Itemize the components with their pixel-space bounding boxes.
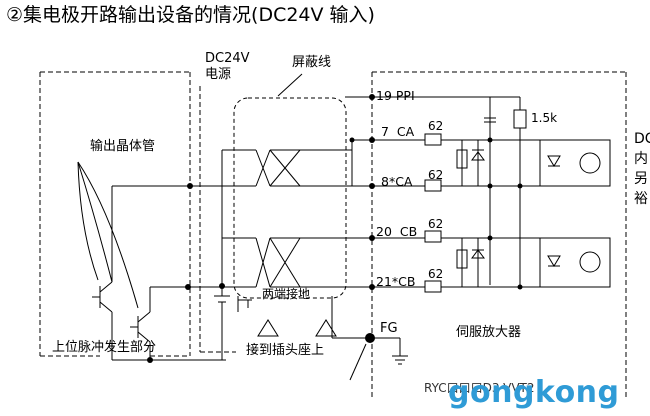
pin-7: 7 CA <box>381 124 415 139</box>
both-ends-grounded-label: 两端接地 <box>262 287 311 301</box>
right-cut-text-1: DC <box>634 131 650 147</box>
power-supply-label-1: DC24V <box>205 51 250 66</box>
right-cut-text-4: 裕 <box>634 191 648 207</box>
optocoupler-ca <box>539 139 611 187</box>
right-cut-text-2: 内 <box>634 151 648 167</box>
servo-amplifier-label: 伺服放大器 <box>456 325 522 340</box>
power-supply-label-2: 电源 <box>205 67 232 82</box>
resistor-1k5 <box>513 109 527 129</box>
host-box <box>39 71 191 357</box>
pin-20: 20 CB <box>376 224 418 239</box>
pin-19: 19 PPI <box>376 88 415 103</box>
resistor-62-ca: 62 <box>428 119 444 133</box>
shield-outline <box>233 97 347 299</box>
resistor-62-ncb: 62 <box>428 267 444 281</box>
diagram-title: ②集电极开路输出设备的情况(DC24V 输入) <box>6 4 375 26</box>
optocoupler-cb <box>539 237 611 288</box>
output-transistor-label: 输出晶体管 <box>90 139 156 154</box>
resistor-62-cb: 62 <box>428 217 444 231</box>
shield-wire-label: 屏蔽线 <box>292 55 332 70</box>
power-box <box>199 86 236 353</box>
connect-to-plug-label: 接到插头座上 <box>246 343 325 358</box>
host-pulse-unit-label: 上位脉冲发生部分 <box>52 340 157 355</box>
fg-terminal <box>365 333 375 343</box>
right-cut-text-3: 另 <box>634 171 648 187</box>
pin-8: 8*CA <box>381 174 413 189</box>
resistor-value-label: 1.5k <box>531 111 558 125</box>
resistor-62-nca: 62 <box>428 168 444 182</box>
model-label: RYC口口口D3-VVT2 <box>424 381 535 395</box>
fg-label: FG <box>380 321 398 336</box>
watermark: gongkong <box>448 375 620 410</box>
pin-21: 21*CB <box>376 274 416 289</box>
